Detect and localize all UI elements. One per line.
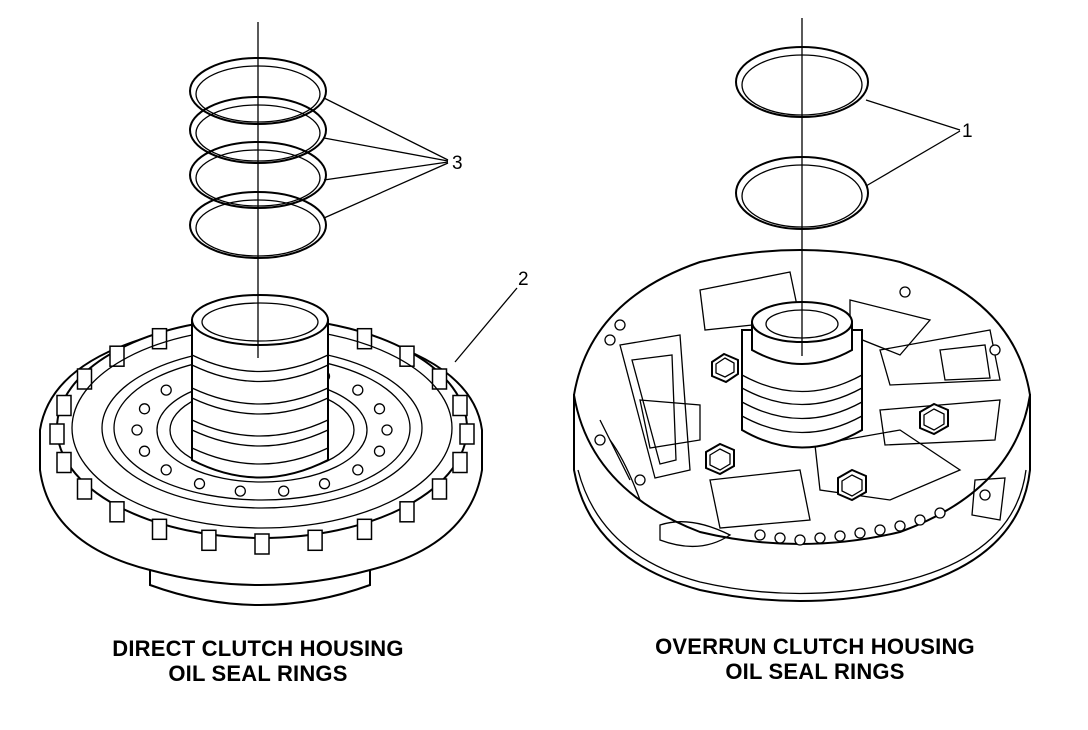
housing-tooth	[452, 451, 468, 474]
port-hole	[754, 529, 766, 541]
bolt-hole	[373, 445, 386, 457]
bolt-hole	[373, 403, 386, 415]
hex-bolt	[919, 402, 949, 436]
port-hole	[899, 286, 911, 298]
caption-line: OVERRUN CLUTCH HOUSING	[655, 634, 975, 659]
housing-tooth	[254, 533, 270, 555]
caption-line: DIRECT CLUTCH HOUSING	[112, 636, 404, 661]
housing-tooth	[431, 478, 448, 500]
callout-1: 1	[962, 121, 973, 142]
port-hole	[934, 507, 946, 519]
bolt-hole	[138, 403, 151, 415]
overrun-clutch-caption: OVERRUN CLUTCH HOUSING OIL SEAL RINGS	[605, 634, 1025, 684]
port-hole	[894, 520, 906, 532]
callout-2: 2	[518, 269, 529, 290]
bolt-hole	[381, 424, 393, 436]
housing-tooth	[201, 529, 217, 552]
housing-tooth	[76, 368, 93, 390]
housing-tooth	[356, 518, 373, 541]
bolt-hole	[234, 485, 246, 497]
bolt-hole	[352, 464, 364, 476]
housing-tooth	[151, 518, 168, 541]
hex-bolt	[705, 442, 735, 476]
housing-tooth	[459, 423, 475, 445]
bolt-hole	[160, 464, 172, 476]
housing-tooth	[56, 394, 72, 417]
bolt-hole	[352, 384, 364, 396]
housing-tooth	[307, 529, 323, 552]
port-hole	[979, 489, 991, 501]
housing-tooth	[399, 501, 415, 523]
bolt-hole	[138, 445, 151, 457]
caption-line: OIL SEAL RINGS	[168, 661, 348, 686]
port-hole	[614, 319, 626, 331]
direct-clutch-caption: DIRECT CLUTCH HOUSING OIL SEAL RINGS	[48, 636, 468, 686]
caption-line: OIL SEAL RINGS	[725, 659, 905, 684]
port-hole	[814, 532, 826, 544]
bolt-hole	[131, 424, 143, 436]
leader-2	[454, 287, 518, 363]
housing-tooth	[76, 478, 93, 500]
overrun-clutch-housing	[572, 249, 1032, 602]
housing-tooth	[49, 423, 65, 445]
bolt-hole	[278, 485, 290, 497]
bolt-hole	[160, 384, 172, 396]
bolt-hole	[318, 478, 331, 490]
port-hole	[914, 514, 926, 526]
leader-1	[865, 99, 961, 187]
callout-3: 3	[452, 153, 463, 174]
housing-tooth	[56, 451, 72, 474]
port-hole	[854, 527, 866, 539]
port-hole	[874, 524, 886, 536]
port-hole	[604, 334, 616, 346]
hex-bolt	[711, 352, 739, 384]
port-hole	[989, 344, 1001, 356]
housing-tooth	[452, 394, 468, 417]
port-hole	[794, 534, 806, 546]
direct-clutch-housing	[39, 294, 483, 606]
port-hole	[594, 434, 606, 446]
port-hole	[634, 474, 646, 486]
housing-tooth	[151, 327, 168, 350]
housing-tooth	[431, 368, 448, 390]
bolt-hole	[193, 478, 206, 490]
port-hole	[834, 530, 846, 542]
leader-3	[323, 97, 449, 219]
housing-tooth	[356, 327, 373, 350]
hex-bolt	[837, 468, 867, 502]
port-hole	[774, 532, 786, 544]
housing-tooth	[109, 501, 125, 523]
